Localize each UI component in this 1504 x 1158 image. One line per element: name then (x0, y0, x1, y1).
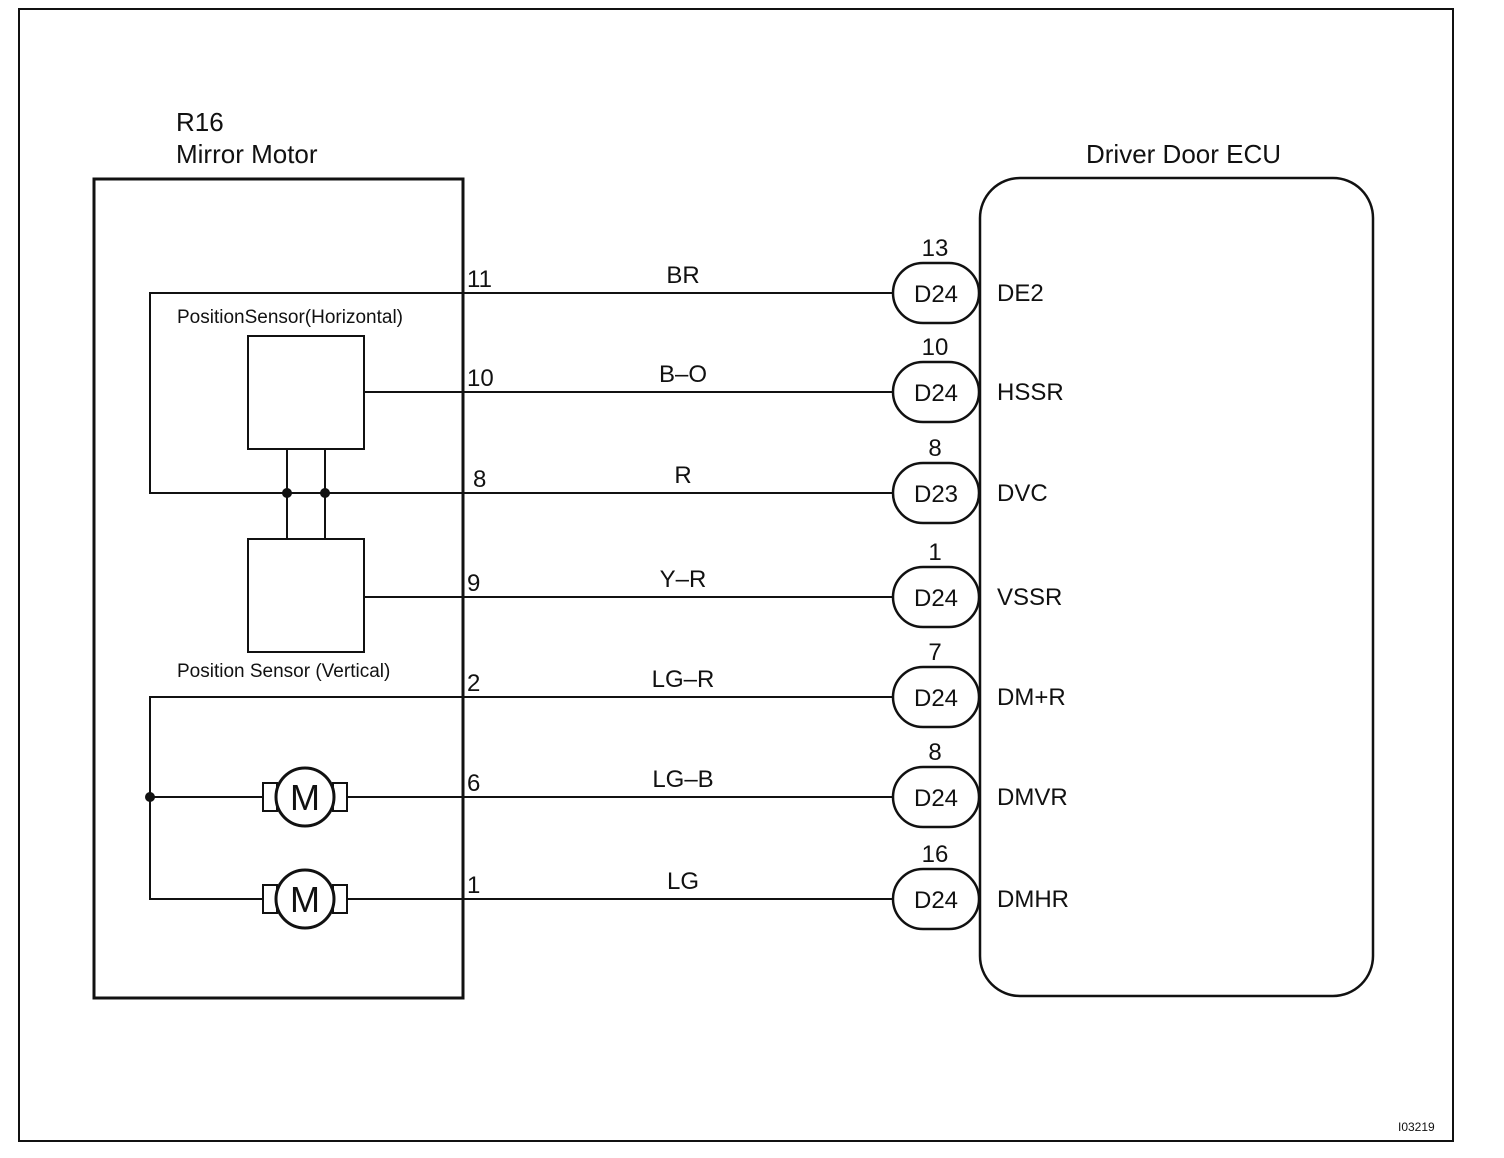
ecu-terminal-name: VSSR (997, 584, 1062, 611)
motor-pin-number: 9 (467, 570, 480, 597)
ecu-box (978, 176, 1375, 998)
connector-oval (891, 461, 981, 525)
wire-color-label: LG–R (652, 666, 715, 693)
ecu-name: Driver Door ECU (1086, 139, 1281, 169)
motor-pin-number: 1 (467, 872, 480, 899)
mirror-motor-code: R16 (176, 107, 224, 137)
mirror-motor-name: Mirror Motor (176, 139, 318, 169)
junction-dot (282, 488, 292, 498)
wire-color-label: Y–R (660, 566, 707, 593)
ecu-pin-number: 10 (922, 334, 949, 361)
connector-oval (891, 867, 981, 931)
ecu-pin-number: 16 (922, 841, 949, 868)
sensor-horizontal-label: PositionSensor(Horizontal) (177, 307, 403, 328)
diagram-frame (18, 8, 1454, 1142)
connector-id: D23 (914, 481, 958, 508)
connector-id: D24 (914, 887, 958, 914)
motor-vertical: M (262, 766, 348, 828)
motor-symbol: M (290, 777, 320, 818)
ecu-terminal-name: DMHR (997, 886, 1069, 913)
motor-symbol: M (290, 879, 320, 920)
mirror-motor-box (92, 177, 465, 1000)
junction-dot (320, 488, 330, 498)
motor-pin-number: 2 (467, 670, 480, 697)
ecu-pin-number: 8 (928, 435, 941, 462)
sensor-vertical-block (247, 538, 365, 653)
connector-oval (891, 360, 981, 424)
wire-color-label: LG (667, 868, 699, 895)
ecu-terminal-name: DE2 (997, 280, 1044, 307)
ecu-terminal-name: DMVR (997, 784, 1068, 811)
connector-oval (891, 565, 981, 629)
motor-horizontal: M (262, 868, 348, 930)
connector-oval (891, 765, 981, 829)
ecu-terminal-name: DM+R (997, 684, 1066, 711)
sensor-enclosure (149, 292, 463, 494)
connector-oval (891, 261, 981, 325)
ecu-pin-number: 7 (928, 639, 941, 666)
wire-color-label: LG–B (652, 766, 713, 793)
connector-id: D24 (914, 585, 958, 612)
motor-pin-number: 10 (467, 365, 494, 392)
motor-pin-number: 6 (467, 770, 480, 797)
ecu-terminal-name: DVC (997, 480, 1048, 507)
sensor-horizontal-block (247, 335, 365, 450)
sensor-vertical-label: Position Sensor (Vertical) (177, 661, 390, 682)
connector-oval (891, 665, 981, 729)
wire-color-label: B–O (659, 361, 707, 388)
ecu-pin-number: 13 (922, 235, 949, 262)
wire-row: 2 LG–R D24 7DM+R (463, 639, 1066, 729)
motor-pin-number: 8 (473, 466, 486, 493)
connector-id: D24 (914, 380, 958, 407)
junction-dot (145, 792, 155, 802)
connector-id: D24 (914, 281, 958, 308)
figure-id: I03219 (1398, 1120, 1435, 1134)
wire-color-label: R (674, 462, 691, 489)
motor-pin-number: 11 (467, 266, 492, 293)
connector-id: D24 (914, 785, 958, 812)
ecu-pin-number: 1 (928, 539, 941, 566)
ecu-pin-number: 8 (928, 739, 941, 766)
wire-color-label: BR (666, 262, 699, 289)
ecu-terminal-name: HSSR (997, 379, 1064, 406)
connector-id: D24 (914, 685, 958, 712)
